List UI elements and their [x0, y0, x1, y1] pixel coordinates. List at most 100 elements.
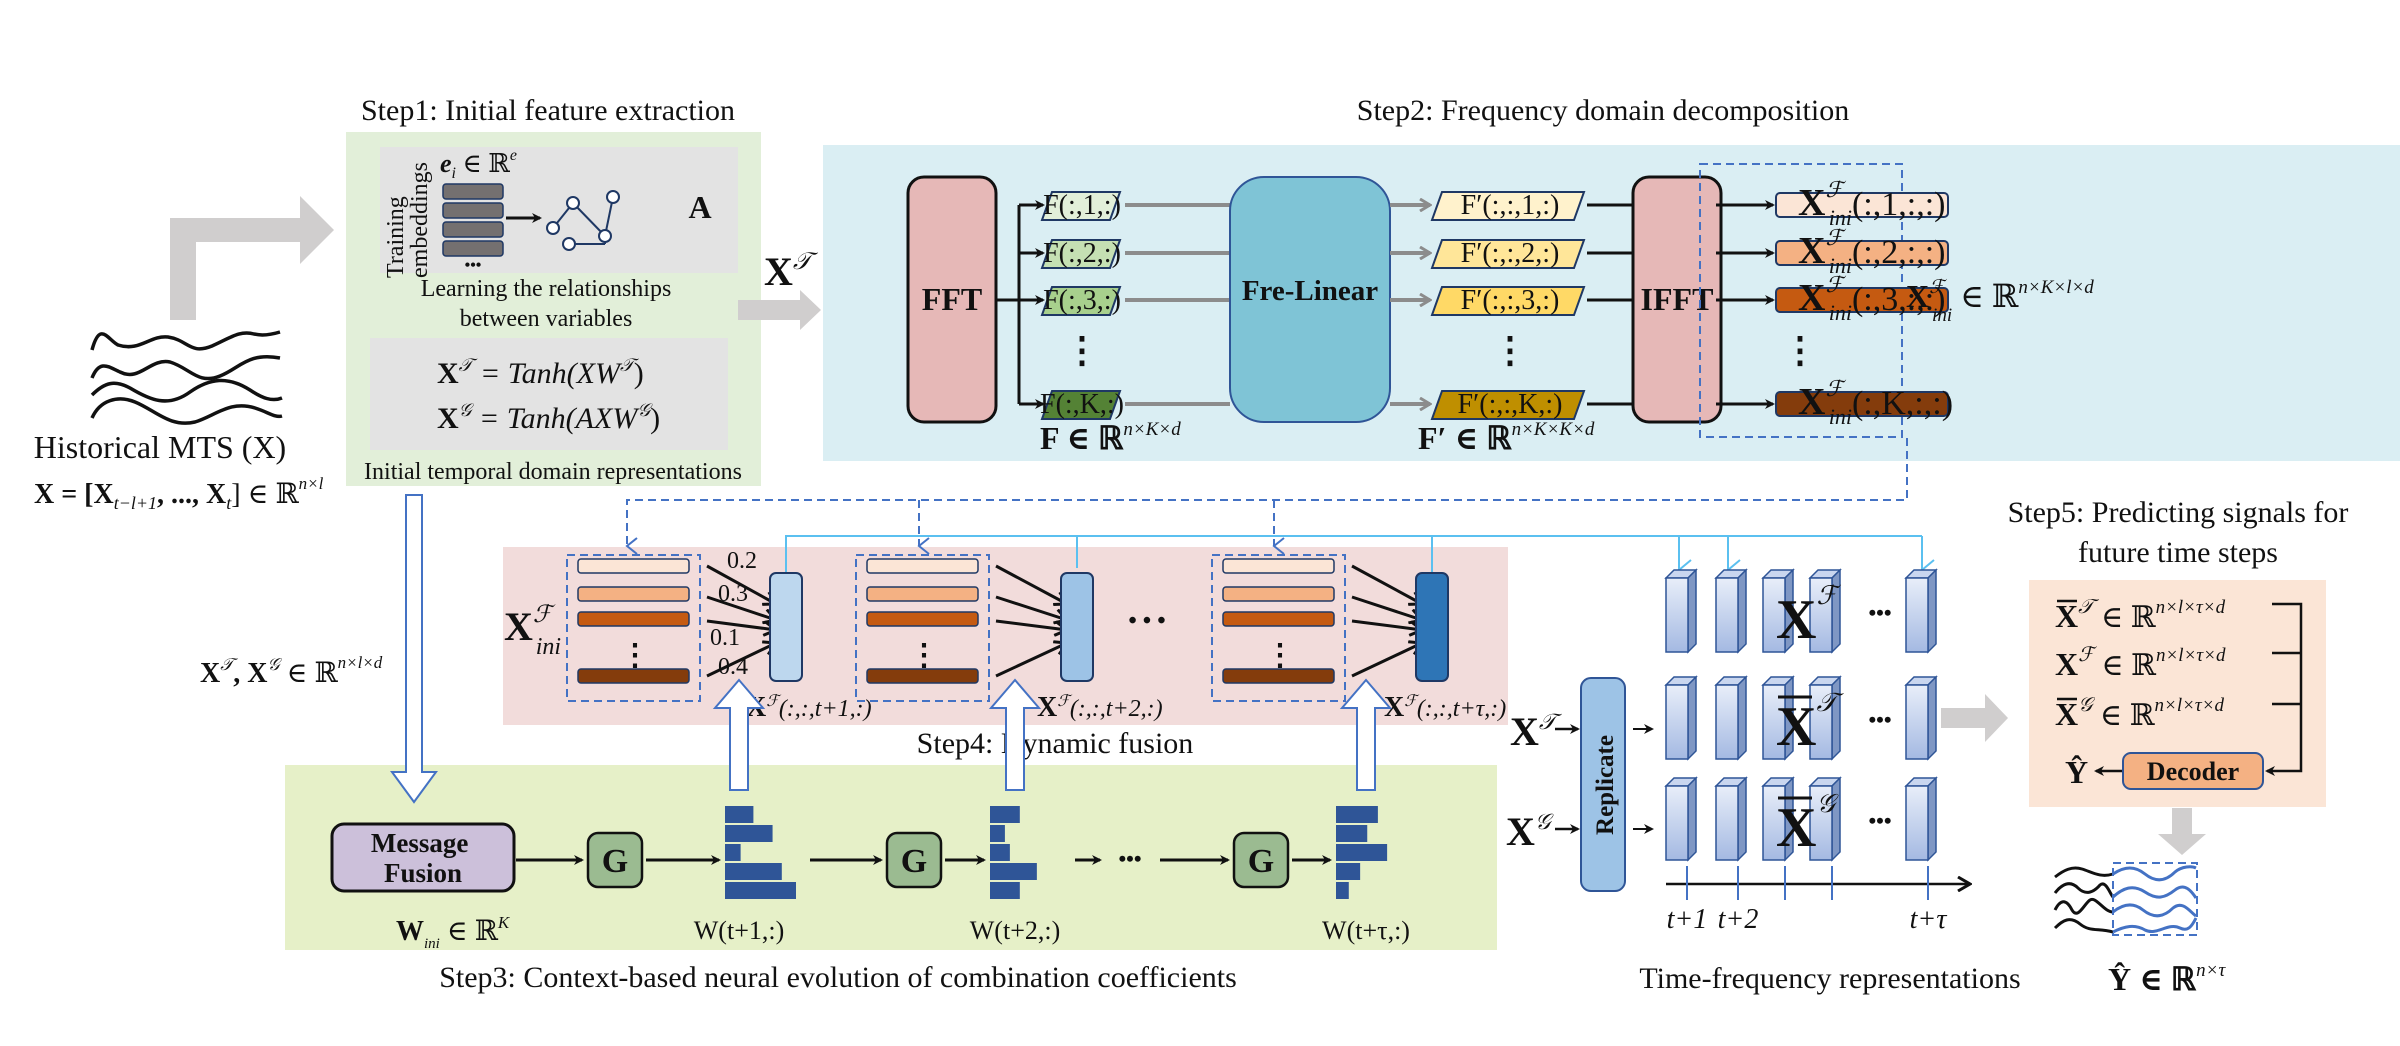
- fusion-component-bar: [866, 611, 979, 627]
- representation-cube: [1761, 568, 1795, 654]
- decoder-block[interactable]: [2122, 752, 2264, 790]
- g-block[interactable]: [1232, 831, 1290, 889]
- coefficient-label: W(t+1,:): [694, 916, 784, 945]
- fusion-weight-arrow: [995, 595, 1067, 620]
- coefficient-bar: [1336, 863, 1361, 880]
- step4-title: Step4: Dynamic fusion: [917, 727, 1194, 760]
- cubes-to-step5-arrow: [1941, 694, 2008, 742]
- fused-output-block: [769, 572, 803, 682]
- cube-front: [1905, 785, 1929, 861]
- cube-row-ellipsis: •••: [1868, 707, 1891, 732]
- g-block[interactable]: [586, 831, 644, 889]
- coefficient-bar: [990, 825, 1005, 842]
- f-component-shape: [1040, 239, 1122, 269]
- fprime-component-shape: [1430, 390, 1586, 420]
- dynamic-fusion-groups: ⋮Xℱ(:,:,t+1,:)⋮Xℱ(:,:,t+2,:)⋮Xℱ(:,:,t+τ,…: [566, 548, 1506, 791]
- fusion-group-box: [1211, 554, 1346, 702]
- step5-title-line1: Step5: Predicting signals for: [2008, 496, 2349, 529]
- adjacency-matrix-label: A: [688, 189, 711, 225]
- w-ini-label: Wini ∈ ℝK: [396, 913, 511, 952]
- temporal-representation-label: X𝒯: [764, 249, 819, 294]
- fusion-weight-arrow: [706, 619, 776, 630]
- xini-component-bar: [1775, 240, 1949, 266]
- relationships-caption-2: between variables: [460, 306, 633, 332]
- cube-front: [1665, 577, 1689, 653]
- cube-row-ellipsis: •••: [1868, 600, 1891, 625]
- cube-row-label: X𝒢: [1776, 789, 1839, 859]
- fusion-weight-arrow: [1351, 595, 1422, 620]
- step1-to-step2-arrow: [738, 290, 821, 330]
- representation-cube: [1808, 776, 1842, 862]
- replicate-label: Replicate: [1592, 735, 1619, 835]
- f-component-label: F(:,K,:): [1040, 389, 1124, 420]
- cube-front: [1762, 577, 1786, 653]
- fusion-vdots: ⋮: [909, 639, 939, 672]
- cube-side: [1687, 776, 1697, 862]
- fused-output-label: Xℱ(:,:,t+τ,:): [1384, 692, 1506, 723]
- fused-output-label: Xℱ(:,:,t+2,:): [1037, 692, 1163, 723]
- fprime-component-shape: [1430, 191, 1586, 221]
- fusion-weight-value: 0.4: [718, 654, 748, 680]
- cube-side: [1687, 675, 1697, 761]
- cube-front: [1762, 785, 1786, 861]
- fusion-weight-arrow: [1351, 564, 1422, 604]
- fusion-vdots: ⋮: [1265, 639, 1295, 672]
- message-fusion-block[interactable]: [330, 822, 516, 893]
- fusion-group: ⋮ Xℱ(:,:,t+τ,:): [1211, 554, 1506, 723]
- fused-output-block: [1060, 572, 1094, 682]
- coefficient-bar: [990, 806, 1020, 823]
- relationships-caption-1: Learning the relationships: [421, 276, 672, 302]
- frequency-components: F(:,1,:)F(:,2,:)F(:,3,:)F(:,K,:)⋮: [1040, 190, 1230, 420]
- fusion-weight-value: 0.2: [727, 548, 757, 574]
- step5-representation-row: X𝒯 ∈ ℝn×l×τ×d: [2055, 596, 2226, 634]
- history-signals-icon: [2053, 866, 2115, 934]
- embedding-formula: ei ∈ ℝe: [440, 147, 517, 182]
- fprime-component-label: F′(:,:,1,:): [1461, 190, 1560, 221]
- historical-mts-label: Historical MTS (X): [34, 429, 286, 465]
- fft-block[interactable]: [906, 175, 998, 424]
- message-fusion-label: Message Fusion: [371, 828, 475, 888]
- step2-to-step4-dashed-connectors: [625, 438, 1908, 555]
- historical-signals-icon: [90, 330, 283, 425]
- coefficient-bar: [725, 806, 754, 823]
- cube-front: [1905, 684, 1929, 760]
- input-to-step1-arrow: [170, 196, 334, 320]
- cube-side: [1737, 675, 1747, 761]
- g-block[interactable]: [885, 831, 943, 889]
- fusion-group-box: [566, 554, 701, 702]
- graph-equation: X𝒢 = Tanh(AXW𝒢): [437, 400, 660, 435]
- representation-cube: [1904, 675, 1938, 761]
- coefficient-label: W(t+2,:): [970, 916, 1060, 945]
- coefficient-bar: [725, 825, 773, 842]
- coefficient-bar: [990, 863, 1037, 880]
- embedding-ellipsis: •••: [465, 257, 482, 274]
- f-component-label: F(:,2,:): [1043, 238, 1121, 269]
- fusion-component-bar: [1222, 558, 1335, 574]
- representation-dims-label: X𝒯, X𝒢 ∈ ℝn×l×d: [200, 653, 383, 689]
- ifft-label: IFFT: [1641, 281, 1714, 317]
- coefficient-bar: [1336, 825, 1368, 842]
- fusion-group: ⋮ Xℱ(:,:,t+2,:): [855, 554, 1163, 723]
- cube-side: [1687, 568, 1697, 654]
- cube-front: [1809, 577, 1833, 653]
- step5-representation-row: X𝒢 ∈ ℝn×l×τ×d: [2055, 694, 2225, 732]
- fprime-component-label: F′(:,:,3,:): [1461, 285, 1560, 316]
- xg-input-label: X𝒢: [1506, 809, 1554, 854]
- fused-output-block: [1415, 572, 1449, 682]
- representation-cube: [1664, 675, 1698, 761]
- fusion-component-bar: [866, 586, 979, 602]
- representation-cube: [1714, 568, 1748, 654]
- transformed-frequency-components: F′(:,:,1,:)F′(:,:,2,:)F′(:,:,3,:)F′(:,:,…: [1390, 190, 1633, 420]
- fusion-weight-arrow: [706, 564, 776, 604]
- coefficient-bar: [990, 844, 1010, 861]
- fusion-component-bar: [866, 668, 979, 684]
- representation-cube: [1904, 776, 1938, 862]
- coefficients-to-fusion-arrow: [988, 678, 1042, 791]
- replicate-block[interactable]: [1580, 677, 1626, 892]
